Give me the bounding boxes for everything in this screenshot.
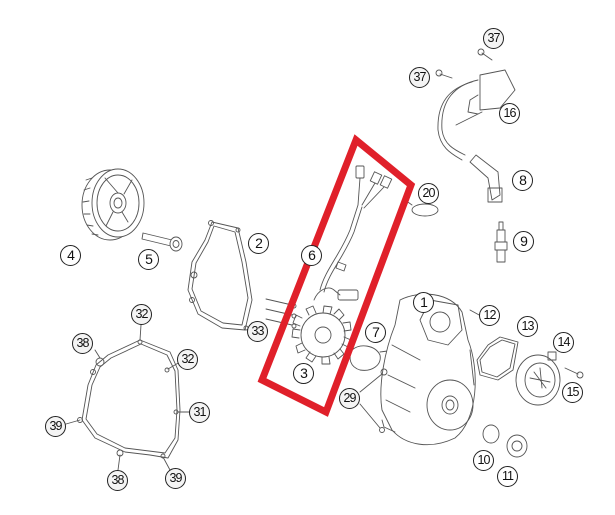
part-callout-8: 8 bbox=[512, 170, 533, 191]
part-callout-20: 20 bbox=[418, 183, 439, 204]
spark-plug bbox=[494, 221, 508, 263]
part-callout-16: 16 bbox=[499, 103, 520, 124]
o-ring bbox=[482, 424, 500, 444]
part-callout-39: 39 bbox=[165, 468, 186, 489]
part-callout-7: 7 bbox=[365, 322, 386, 343]
part-callout-14: 14 bbox=[553, 332, 574, 353]
part-callout-6: 6 bbox=[301, 245, 322, 266]
part-callout-39: 39 bbox=[45, 416, 66, 437]
part-callout-33: 33 bbox=[247, 321, 268, 342]
part-callout-1: 1 bbox=[413, 292, 434, 313]
part-callout-29: 29 bbox=[339, 388, 360, 409]
highlight-frame bbox=[257, 134, 416, 417]
part-callout-2: 2 bbox=[248, 233, 269, 254]
part-callout-9: 9 bbox=[513, 231, 534, 252]
flywheel-rotor bbox=[81, 168, 145, 241]
part-callout-37: 37 bbox=[409, 67, 430, 88]
ignition-coil bbox=[437, 69, 516, 161]
coil-bolts bbox=[435, 48, 493, 79]
outer-gasket bbox=[65, 324, 191, 471]
part-callout-4: 4 bbox=[60, 245, 81, 266]
part-callout-31: 31 bbox=[189, 402, 210, 423]
ignition-cover bbox=[380, 293, 476, 446]
part-callout-11: 11 bbox=[497, 466, 518, 487]
inspection-plug bbox=[506, 434, 528, 458]
rotor-bolt bbox=[141, 232, 183, 252]
part-callout-38: 38 bbox=[107, 470, 128, 491]
cover-gasket bbox=[187, 220, 253, 331]
part-callout-32: 32 bbox=[131, 304, 152, 325]
spark-plug-cap bbox=[469, 154, 503, 203]
part-callout-15: 15 bbox=[562, 382, 583, 403]
part-callout-10: 10 bbox=[473, 450, 494, 471]
cover-bolt bbox=[564, 367, 584, 379]
part-callout-32: 32 bbox=[177, 349, 198, 370]
part-callout-5: 5 bbox=[138, 249, 159, 270]
part-callout-12: 12 bbox=[479, 305, 500, 326]
part-callout-38: 38 bbox=[72, 333, 93, 354]
water-pump-cover bbox=[515, 351, 561, 406]
part-callout-37: 37 bbox=[483, 28, 504, 49]
screw-leader bbox=[359, 373, 383, 429]
part-callout-13: 13 bbox=[517, 316, 538, 337]
part-callout-3: 3 bbox=[293, 363, 314, 384]
wiring-harness bbox=[319, 165, 393, 293]
water-pump-gasket bbox=[476, 336, 519, 381]
